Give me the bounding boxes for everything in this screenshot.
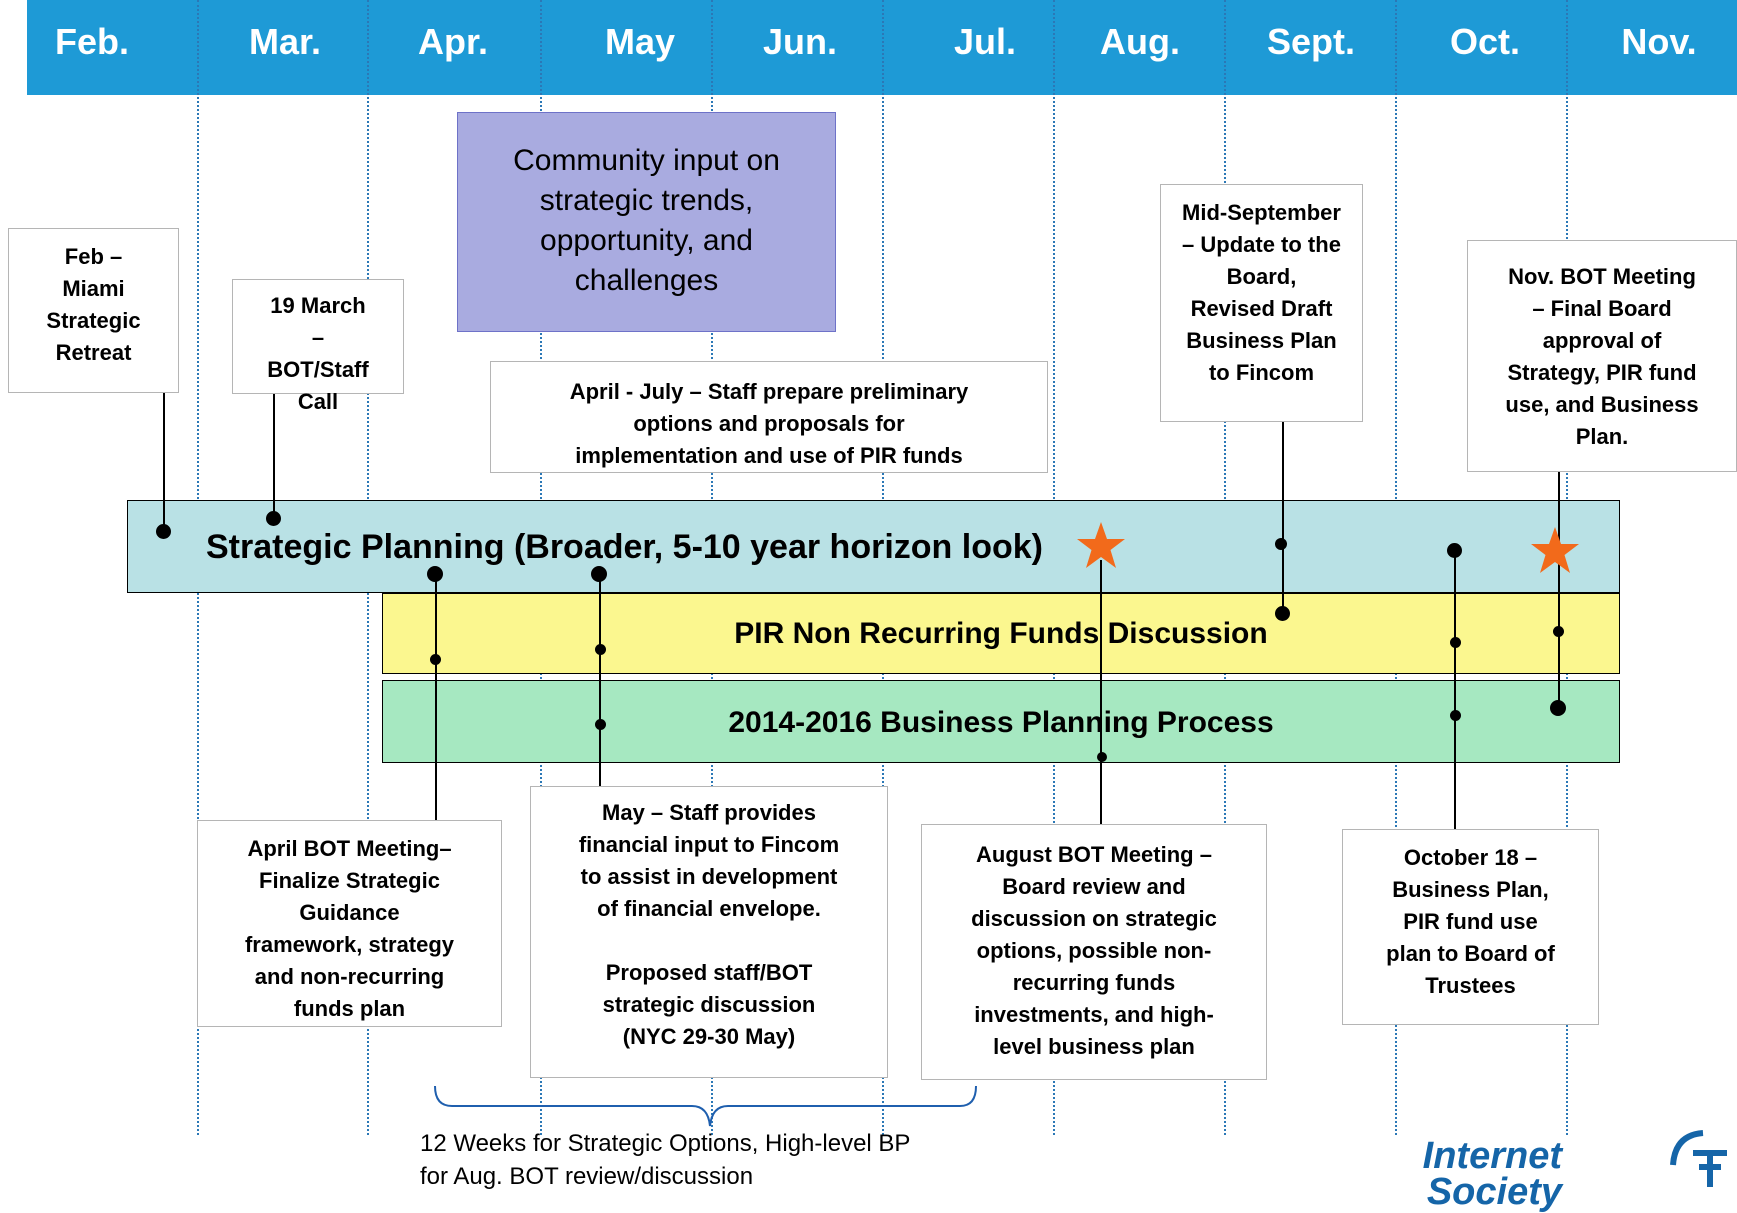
month-sept: Sept. xyxy=(1266,21,1355,62)
strategic-planning-label: Strategic Planning (Broader, 5-10 year h… xyxy=(206,528,1043,566)
may-fincom-text: May – Staff provides financial input to … xyxy=(578,800,840,1049)
connector-line xyxy=(1558,472,1560,708)
month-mar: Mar. xyxy=(248,21,322,62)
star-icon xyxy=(1077,522,1125,568)
november-meeting-box: Nov. BOT Meeting – Final Board approval … xyxy=(1467,240,1737,472)
march-call-text: 19 March – BOT/Staff Call xyxy=(267,293,369,414)
milestone-dot xyxy=(1275,606,1290,621)
business-planning-band: 2014-2016 Business Planning Process xyxy=(382,680,1620,763)
strategic-planning-band: Strategic Planning (Broader, 5-10 year h… xyxy=(127,500,1620,593)
november-meeting-text: Nov. BOT Meeting – Final Board approval … xyxy=(1505,264,1699,449)
milestone-dot xyxy=(1275,538,1287,550)
milestone-dot xyxy=(595,644,606,655)
milestone-dot xyxy=(266,511,281,526)
pir-funds-band: PIR Non Recurring Funds Discussion xyxy=(382,593,1620,674)
feb-retreat-text: Feb – Miami Strategic Retreat xyxy=(46,244,141,365)
october-box: October 18 – Business Plan, PIR fund use… xyxy=(1342,829,1599,1025)
connector-line xyxy=(163,393,165,531)
internet-society-logo-icon xyxy=(1670,1130,1727,1187)
month-nov: Nov. xyxy=(1621,21,1697,62)
august-meeting-text: August BOT Meeting – Board review and di… xyxy=(971,842,1217,1059)
milestone-dot xyxy=(1450,710,1461,721)
milestone-dot xyxy=(1097,752,1107,762)
logo-wordmark: Internet Society xyxy=(1422,1135,1562,1213)
month-jun: Jun. xyxy=(762,21,837,62)
month-oct: Oct. xyxy=(1449,21,1520,62)
august-meeting-box: August BOT Meeting – Board review and di… xyxy=(921,824,1267,1080)
milestone-dot xyxy=(1550,700,1566,716)
milestone-dot xyxy=(1447,543,1462,558)
pir-funds-label: PIR Non Recurring Funds Discussion xyxy=(734,617,1268,650)
milestone-dot xyxy=(430,654,441,665)
april-bot-text: April BOT Meeting– Finalize Strategic Gu… xyxy=(244,836,455,1021)
star-icon xyxy=(1531,527,1579,573)
community-input-text: Community input on strategic trends, opp… xyxy=(513,144,780,297)
connector-line xyxy=(1100,560,1102,824)
twelve-week-label: 12 Weeks for Strategic Options, High-lev… xyxy=(420,1130,911,1190)
internet-society-logo: Internet Society xyxy=(1402,1135,1562,1213)
mid-september-box: Mid-September – Update to the Board, Rev… xyxy=(1160,184,1363,422)
may-fincom-box: May – Staff provides financial input to … xyxy=(530,786,888,1078)
mid-september-text: Mid-September – Update to the Board, Rev… xyxy=(1182,200,1341,385)
business-planning-label: 2014-2016 Business Planning Process xyxy=(728,706,1274,739)
milestone-dot xyxy=(156,524,171,539)
milestone-dot xyxy=(595,719,606,730)
milestone-dot xyxy=(591,566,607,582)
twelve-week-bracket xyxy=(434,1085,977,1127)
connector-line xyxy=(273,394,275,519)
month-apr: Apr. xyxy=(417,21,488,62)
april-bot-box: April BOT Meeting– Finalize Strategic Gu… xyxy=(197,820,502,1027)
community-input-box: Community input on strategic trends, opp… xyxy=(457,112,836,332)
april-july-text: April - July – Staff prepare preliminary… xyxy=(569,379,969,468)
connector-line xyxy=(599,574,601,786)
april-july-box: April - July – Staff prepare preliminary… xyxy=(490,361,1048,473)
feb-retreat-box: Feb – Miami Strategic Retreat xyxy=(8,228,179,393)
connector-line xyxy=(1454,550,1456,829)
milestone-dot xyxy=(1450,637,1461,648)
march-call-box: 19 March – BOT/Staff Call xyxy=(232,279,404,414)
month-aug: Aug. xyxy=(1100,21,1180,62)
milestone-dot xyxy=(427,566,443,582)
october-text: October 18 – Business Plan, PIR fund use… xyxy=(1386,845,1555,998)
month-may: May xyxy=(604,21,676,62)
connector-line xyxy=(1282,422,1284,614)
month-feb: Feb. xyxy=(54,21,129,62)
connector-line xyxy=(435,574,437,820)
milestone-dot xyxy=(1553,626,1564,637)
month-jul: Jul. xyxy=(953,21,1016,62)
